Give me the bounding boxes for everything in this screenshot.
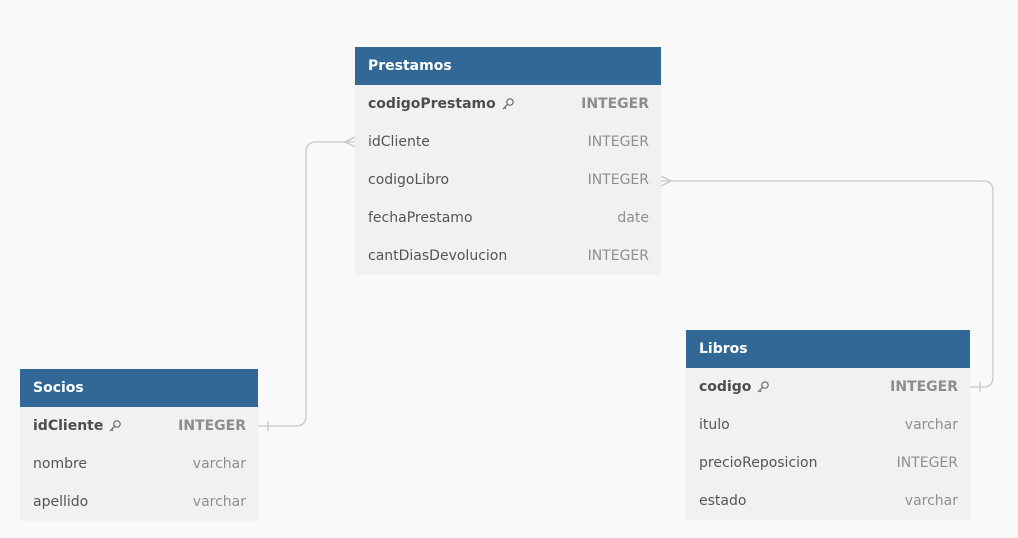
column-type: INTEGER: [587, 134, 649, 150]
table-header-libros[interactable]: Libros: [686, 330, 970, 368]
column-type: varchar: [192, 494, 246, 510]
column-name: codigoPrestamo: [368, 96, 496, 112]
column-row-nombre[interactable]: nombre varchar: [20, 445, 258, 483]
column-type: INTEGER: [896, 455, 958, 471]
column-row-idcliente[interactable]: idCliente INTEGER: [20, 407, 258, 445]
many-marker-prestamos-codigolibro: [660, 175, 673, 187]
column-row-apellido[interactable]: apellido varchar: [20, 483, 258, 521]
table-libros[interactable]: Libros codigo INTEGER itulo varchar prec…: [686, 330, 970, 520]
column-type: INTEGER: [581, 96, 649, 112]
column-type: INTEGER: [890, 379, 958, 395]
connector-socios-prestamos: [258, 141, 355, 427]
column-type: INTEGER: [587, 248, 649, 264]
column-name: idCliente: [33, 418, 104, 434]
column-name: itulo: [699, 417, 730, 433]
column-row-itulo[interactable]: itulo varchar: [686, 406, 970, 444]
column-row-codigoprestamo[interactable]: codigoPrestamo INTEGER: [355, 85, 661, 123]
table-prestamos[interactable]: Prestamos codigoPrestamo INTEGER idClien…: [355, 47, 661, 275]
column-type: varchar: [904, 417, 958, 433]
column-name: nombre: [33, 456, 88, 472]
column-name: fechaPrestamo: [368, 210, 473, 226]
column-row-codigolibro[interactable]: codigoLibro INTEGER: [355, 161, 661, 199]
column-type: INTEGER: [587, 172, 649, 188]
column-type: date: [617, 210, 649, 226]
table-socios[interactable]: Socios idCliente INTEGER nombre varchar …: [20, 369, 258, 521]
column-row-fechaprestamo[interactable]: fechaPrestamo date: [355, 199, 661, 237]
column-type: INTEGER: [178, 418, 246, 434]
column-type: varchar: [192, 456, 246, 472]
column-row-idcliente[interactable]: idCliente INTEGER: [355, 123, 661, 161]
column-name: estado: [699, 493, 747, 509]
column-row-precioreposicion[interactable]: precioReposicion INTEGER: [686, 444, 970, 482]
key-icon: [108, 419, 122, 433]
column-type: varchar: [904, 493, 958, 509]
key-icon: [756, 380, 770, 394]
column-name: cantDiasDevolucion: [368, 248, 508, 264]
column-row-cantdiasdevolucion[interactable]: cantDiasDevolucion INTEGER: [355, 237, 661, 275]
column-name: idCliente: [368, 134, 430, 150]
column-name: codigoLibro: [368, 172, 450, 188]
key-icon: [501, 97, 515, 111]
column-row-codigo[interactable]: codigo INTEGER: [686, 368, 970, 406]
column-name: codigo: [699, 379, 752, 395]
many-marker-prestamos-idcliente: [343, 136, 356, 148]
column-name: precioReposicion: [699, 455, 818, 471]
table-header-socios[interactable]: Socios: [20, 369, 258, 407]
column-row-estado[interactable]: estado varchar: [686, 482, 970, 520]
column-name: apellido: [33, 494, 89, 510]
table-header-prestamos[interactable]: Prestamos: [355, 47, 661, 85]
